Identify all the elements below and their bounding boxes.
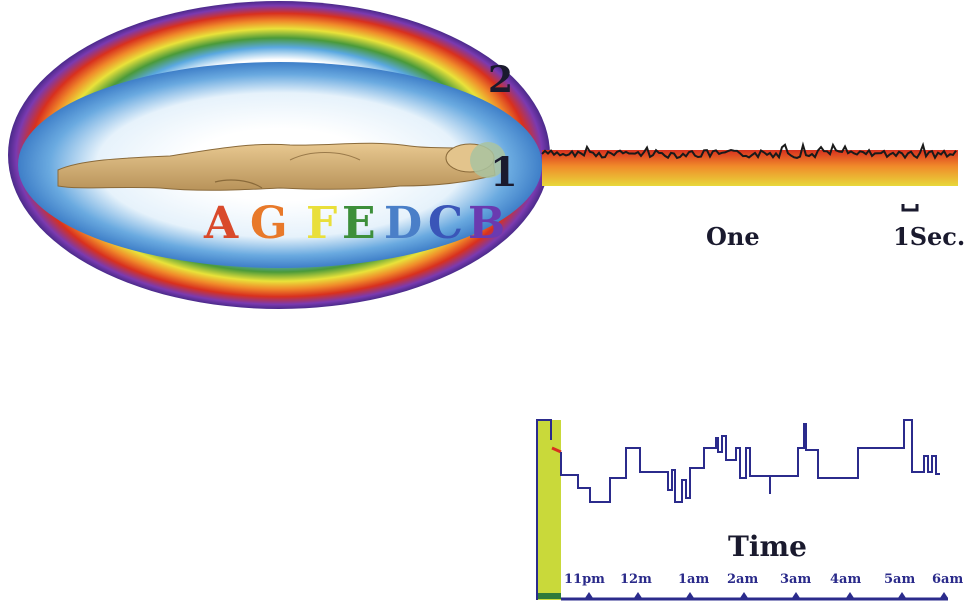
letter-a: A	[203, 198, 239, 249]
hypnogram: Time 11pm 12m 1am 2am 3am 4am 5am 6am	[536, 419, 963, 601]
eeg-label: One	[706, 222, 760, 251]
hypnogram-base-accent	[537, 593, 561, 599]
tick-mark	[634, 592, 642, 598]
tick-label-11pm: 11pm	[564, 572, 605, 587]
tick-mark	[898, 592, 906, 598]
tick-label-12m: 12m	[620, 572, 652, 587]
letter-c: C	[428, 198, 463, 249]
tick-label-1am: 1am	[678, 572, 709, 587]
tick-mark	[846, 592, 854, 598]
hypnogram-frame	[536, 419, 552, 600]
tick-mark	[792, 592, 800, 598]
tick-label-6am: 6am	[932, 572, 963, 587]
hypnogram-tick-marks	[585, 592, 948, 598]
tick-label-3am: 3am	[780, 572, 811, 587]
hypnogram-tick-labels: 11pm 12m 1am 2am 3am 4am 5am 6am	[564, 572, 963, 587]
time-scale-bracket	[901, 204, 919, 212]
hypnogram-trace	[560, 419, 940, 503]
eeg-strip: One 1Sec.	[541, 141, 965, 251]
time-scale-label: 1Sec.	[893, 222, 965, 251]
hypnogram-red-edge	[551, 446, 562, 454]
letter-b: B	[468, 198, 505, 249]
layer-label-2: 2	[488, 59, 513, 101]
letter-g: G	[250, 198, 288, 249]
hypnogram-axis-label: Time	[728, 530, 807, 563]
tick-mark	[686, 592, 694, 598]
letter-f: F	[306, 198, 337, 249]
letter-d: D	[384, 198, 422, 249]
tick-mark	[585, 592, 593, 598]
hypnogram-fill-bar	[537, 420, 561, 600]
tick-label-5am: 5am	[884, 572, 915, 587]
tick-label-2am: 2am	[727, 572, 758, 587]
eeg-trace	[541, 141, 957, 160]
aura-letters: A G F E D C B	[203, 198, 505, 249]
letter-e: E	[342, 198, 376, 249]
reclining-figure	[57, 142, 506, 191]
tick-mark	[940, 592, 948, 598]
layer-label-1: 1	[490, 149, 518, 196]
tick-label-4am: 4am	[830, 572, 861, 587]
tick-mark	[740, 592, 748, 598]
